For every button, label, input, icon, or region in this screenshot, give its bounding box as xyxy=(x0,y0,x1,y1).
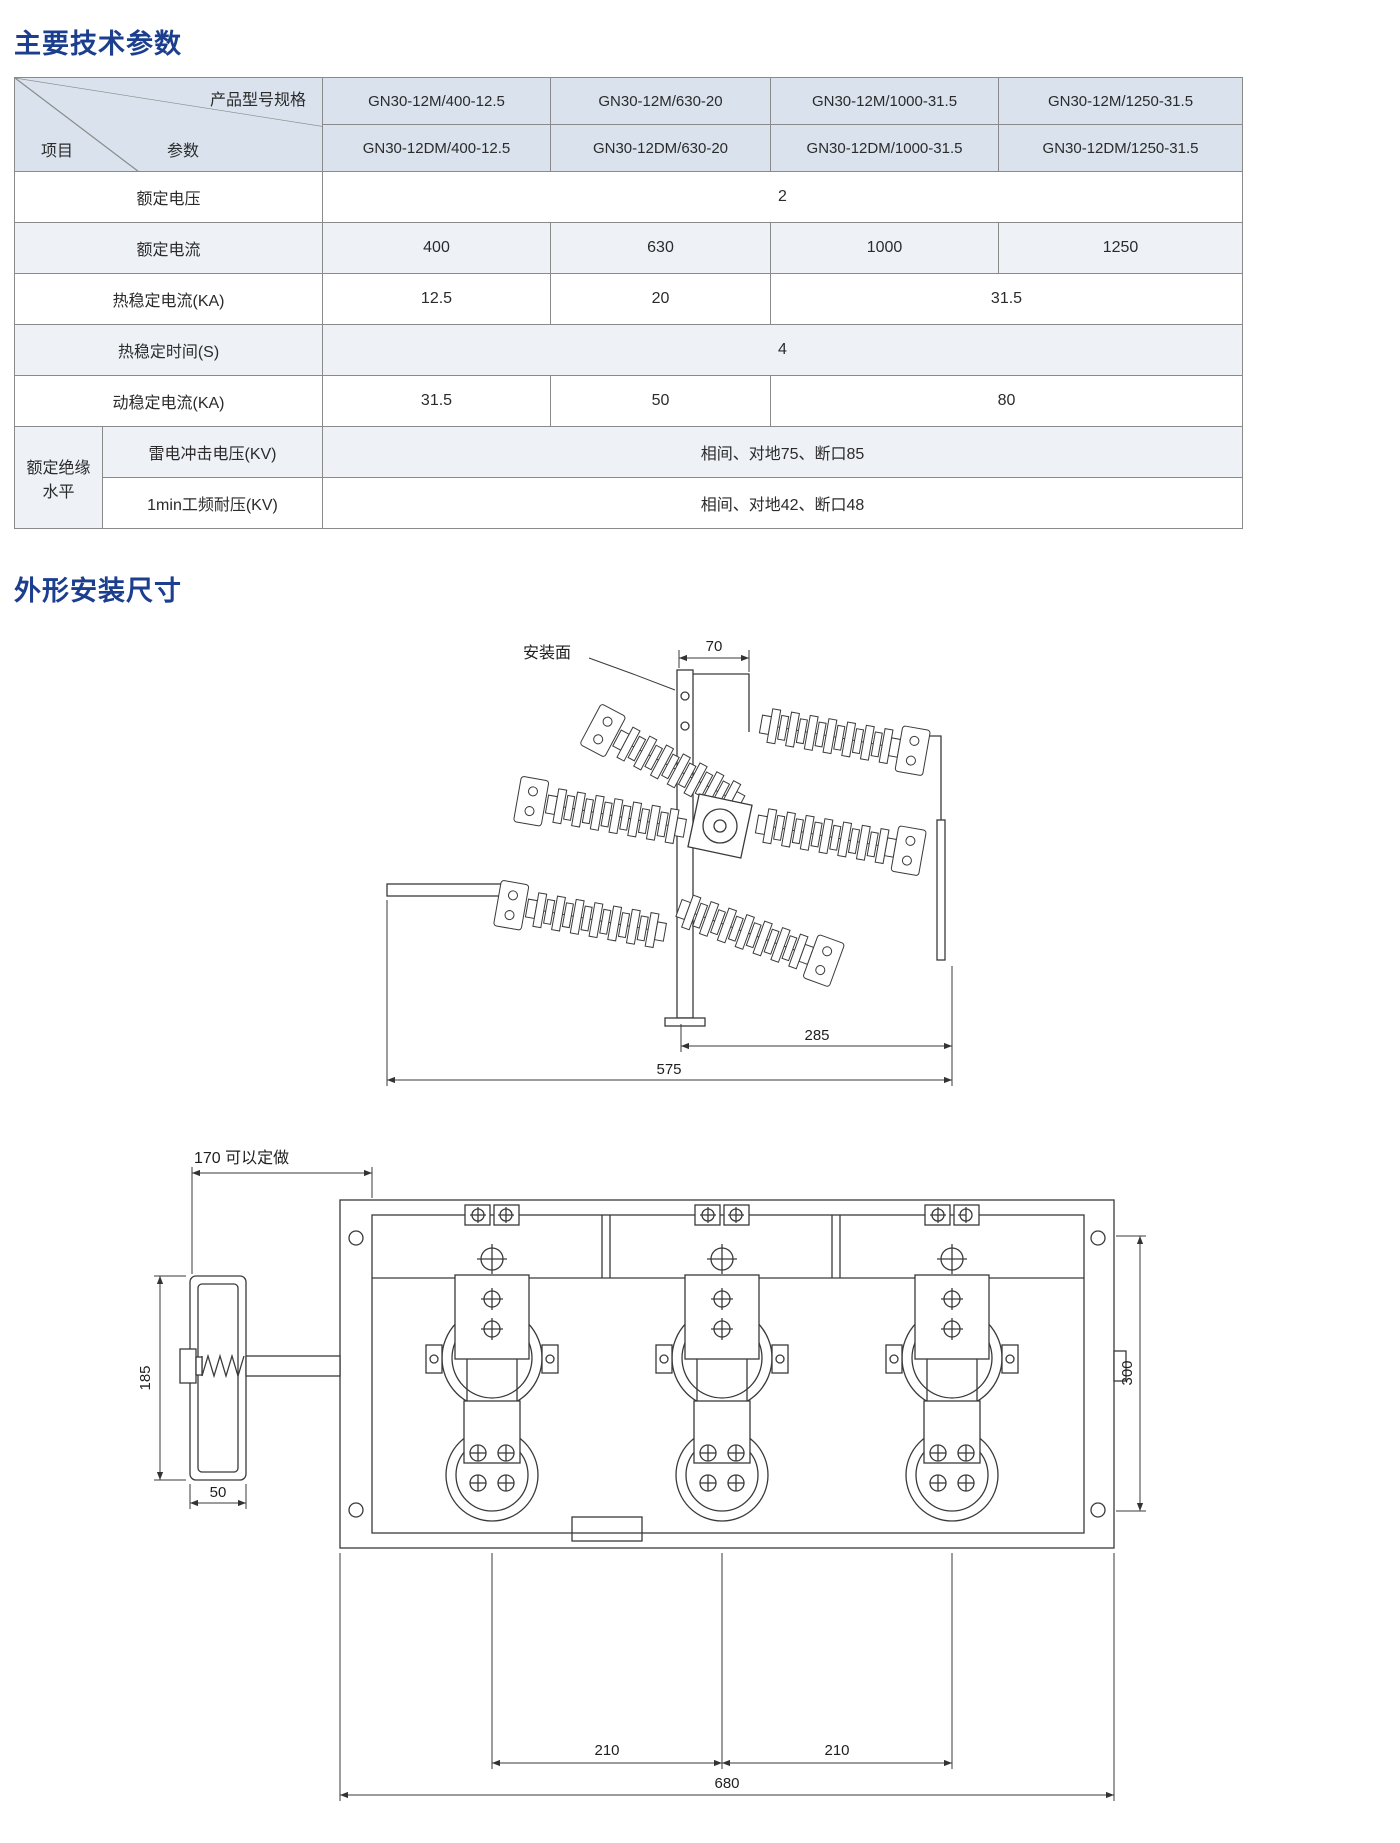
dimension-575: 575 xyxy=(386,900,953,1086)
header-model-m-2: GN30-12M/630-20 xyxy=(550,77,771,125)
cell-rated-current-2: 630 xyxy=(550,222,771,274)
dim-680-label: 680 xyxy=(714,1775,739,1792)
row-power-freq: 1min工频耐压(KV) 相间、对地42、断口48 xyxy=(15,477,1243,529)
corner-header-cell: 产品型号规格 参数 项目 xyxy=(14,77,323,172)
corner-diagonal-lines xyxy=(15,78,322,171)
header-model-m-3: GN30-12M/1000-31.5 xyxy=(770,77,999,125)
corner-label-item: 项目 xyxy=(41,143,74,160)
dim-70-label: 70 xyxy=(706,638,723,655)
cell-insulation-group: 额定绝缘水平 xyxy=(14,426,103,529)
dim-300-label: 300 xyxy=(1119,1360,1136,1385)
row-thermal-time: 热稳定时间(S) 4 xyxy=(14,324,1243,376)
bolt-group-1 xyxy=(464,1204,520,1226)
dimension-210-left: 210 xyxy=(491,1553,723,1769)
row-rated-current: 额定电流 400 630 1000 1250 xyxy=(14,222,1243,274)
cell-thermal-current-3: 31.5 xyxy=(770,273,1243,325)
row-thermal-current: 热稳定电流(KA) 12.5 20 31.5 xyxy=(14,273,1243,325)
dim-210-right-label: 210 xyxy=(824,1742,849,1759)
cell-lightning: 相间、对地75、断口85 xyxy=(322,426,1243,478)
row-label-lightning: 雷电冲击电压(KV) xyxy=(102,426,323,478)
row-label-rated-current: 额定电流 xyxy=(14,222,323,274)
top-view-svg: 170 可以定做 185 50 xyxy=(137,1149,1146,1801)
left-support-plate xyxy=(386,883,502,897)
mount-surface-label: 安装面 xyxy=(523,644,571,662)
cell-power-freq: 相间、对地42、断口48 xyxy=(322,477,1243,529)
dim-185-label: 185 xyxy=(137,1365,154,1390)
dimension-185: 185 xyxy=(137,1275,186,1481)
dimension-170: 170 可以定做 xyxy=(191,1149,373,1274)
top-bolt-groups xyxy=(464,1204,980,1226)
bolt-group-2 xyxy=(694,1204,750,1226)
header-model-dm-1: GN30-12DM/400-12.5 xyxy=(322,124,551,172)
cell-dynamic-current-1: 31.5 xyxy=(322,375,551,427)
insulator-bottom-diagonal xyxy=(672,891,846,988)
header-model-m-1: GN30-12M/400-12.5 xyxy=(322,77,551,125)
header-model-m-4: GN30-12M/1250-31.5 xyxy=(998,77,1243,125)
row-label-dynamic-current: 动稳定电流(KA) xyxy=(14,375,323,427)
pole-assembly-1 xyxy=(425,1244,559,1522)
pole-assembly-2 xyxy=(655,1244,789,1522)
spring xyxy=(201,1353,245,1379)
section-title-tech-params: 主要技术参数 xyxy=(14,29,182,59)
dim-575-label: 575 xyxy=(656,1061,681,1078)
operating-shaft-assembly xyxy=(179,1275,341,1481)
cell-thermal-current-2: 20 xyxy=(550,273,771,325)
corner-label-param: 参数 xyxy=(167,143,200,160)
mount-surface-callout: 安装面 xyxy=(523,644,676,691)
dimension-285: 285 xyxy=(680,966,953,1052)
row-label-thermal-time: 热稳定时间(S) xyxy=(14,324,323,376)
tech-params-table: 产品型号规格 参数 项目 GN30-12M/400-12.5 GN30-12M/… xyxy=(14,77,1243,529)
table-header-row-m: 产品型号规格 参数 项目 GN30-12M/400-12.5 GN30-12M/… xyxy=(14,77,1243,172)
nameplate xyxy=(571,1516,643,1542)
dimension-680: 680 xyxy=(339,1553,1115,1801)
row-label-rated-voltage: 额定电压 xyxy=(14,171,323,223)
row-label-thermal-current: 热稳定电流(KA) xyxy=(14,273,323,325)
dimension-70: 70 xyxy=(678,638,750,672)
dimension-50: 50 xyxy=(189,1484,247,1509)
insulator-top-right xyxy=(757,706,932,777)
cell-thermal-time: 4 xyxy=(322,324,1243,376)
side-view-svg: 70 安装面 285 xyxy=(386,638,953,1086)
insulator-middle-right xyxy=(753,806,928,877)
header-model-dm-2: GN30-12DM/630-20 xyxy=(550,124,771,172)
dim-170-label: 170 可以定做 xyxy=(194,1149,289,1167)
cell-dynamic-current-2: 50 xyxy=(550,375,771,427)
insulator-middle-left xyxy=(512,775,689,846)
cell-rated-current-3: 1000 xyxy=(770,222,999,274)
center-hub xyxy=(687,793,753,859)
row-label-power-freq: 1min工频耐压(KV) xyxy=(102,477,323,529)
dimension-210-right: 210 xyxy=(722,1553,953,1769)
cell-rated-voltage: 2 xyxy=(322,171,1243,223)
pole-assembly-3 xyxy=(885,1244,1019,1522)
table-header-row-dm: GN30-12DM/400-12.5 GN30-12DM/630-20 GN30… xyxy=(15,124,1243,172)
cell-rated-current-4: 1250 xyxy=(998,222,1243,274)
row-dynamic-current: 动稳定电流(KA) 31.5 50 80 xyxy=(14,375,1243,427)
dimension-300: 300 xyxy=(1116,1235,1146,1512)
top-view-drawing: 170 可以定做 185 50 xyxy=(132,1143,1152,1813)
side-view-drawing: 70 安装面 285 xyxy=(377,634,1017,1109)
insulator-bottom-left xyxy=(492,879,669,950)
header-model-dm-4: GN30-12DM/1250-31.5 xyxy=(998,124,1243,172)
row-rated-voltage: 额定电压 2 xyxy=(14,171,1243,223)
cell-dynamic-current-3: 80 xyxy=(770,375,1243,427)
cell-thermal-current-1: 12.5 xyxy=(322,273,551,325)
cell-rated-current-1: 400 xyxy=(322,222,551,274)
dim-285-label: 285 xyxy=(804,1027,829,1044)
dimensions-side-view: 70 安装面 285 xyxy=(386,638,953,1086)
corner-label-product: 产品型号规格 xyxy=(209,92,306,109)
bolt-group-3 xyxy=(924,1204,980,1226)
dim-210-left-label: 210 xyxy=(594,1742,619,1759)
header-model-dm-3: GN30-12DM/1000-31.5 xyxy=(770,124,999,172)
section-title-dimensions: 外形安装尺寸 xyxy=(14,576,182,606)
dim-50-label: 50 xyxy=(210,1484,227,1501)
row-lightning: 额定绝缘水平 雷电冲击电压(KV) 相间、对地75、断口85 xyxy=(14,426,1243,529)
